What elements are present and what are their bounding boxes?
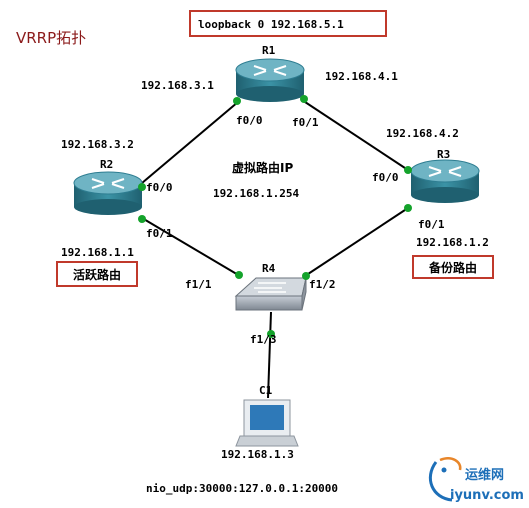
virtual-router-ip: 192.168.1.254 — [213, 187, 299, 200]
iface-r1-f00: f0/0 — [236, 114, 263, 127]
ip-label-r3-bottom: 192.168.1.2 — [416, 236, 489, 249]
router-r3[interactable] — [410, 159, 480, 203]
watermark-en: iyunv.com — [450, 488, 524, 503]
backup-router-label: 备份路由 — [428, 260, 477, 275]
router-arrows-icon — [428, 166, 462, 177]
iface-r4-f13: f1/3 — [250, 333, 277, 346]
pc-c1-name: C1 — [259, 384, 273, 397]
iface-r3-f00: f0/0 — [372, 171, 399, 184]
iface-r2-f01: f0/1 — [146, 227, 173, 240]
pc-c1-ip: 192.168.1.3 — [221, 448, 294, 461]
ip-label-r3-top: 192.168.4.2 — [386, 127, 459, 140]
iface-r3-f01: f0/1 — [418, 218, 445, 231]
switch-arrows-icon — [254, 282, 286, 293]
iface-r4-f11: f1/1 — [185, 278, 212, 291]
router-r1[interactable] — [235, 58, 305, 102]
link-r1-r3 — [301, 99, 409, 171]
router-arrows-icon — [91, 178, 125, 189]
ip-label-r2-top: 192.168.3.2 — [61, 138, 134, 151]
iface-r4-f12: f1/2 — [309, 278, 336, 291]
router-arrows-icon — [253, 65, 287, 76]
link-r3-r4 — [304, 207, 409, 277]
loopback-label: loopback 0 192.168.5.1 — [198, 18, 344, 31]
iface-r1-f01: f0/1 — [292, 116, 319, 129]
link-r2-r4 — [141, 217, 241, 277]
backup-router-box — [412, 255, 494, 279]
router-r2[interactable] — [73, 171, 143, 215]
ip-label-r2-bottom: 192.168.1.1 — [61, 246, 134, 259]
router-r1-name: R1 — [262, 44, 276, 57]
nio-label: nio_udp:30000:127.0.0.1:20000 — [146, 482, 338, 495]
link-r4-c1 — [267, 311, 272, 399]
iface-r2-f00: f0/0 — [146, 181, 173, 194]
router-r2-name: R2 — [100, 158, 113, 171]
link-r1-r2 — [141, 101, 239, 184]
port-dots — [138, 95, 412, 338]
pc-c1[interactable] — [235, 399, 299, 447]
watermark-logo — [429, 457, 462, 502]
watermark-cn: 运维网 — [465, 467, 504, 483]
switch-r4[interactable] — [234, 277, 307, 311]
active-router-box — [56, 261, 138, 287]
virtual-router-label: 虚拟路由IP — [232, 160, 293, 175]
active-router-label: 活跃路由 — [73, 267, 121, 282]
switch-r4-name: R4 — [262, 262, 276, 275]
router-r3-name: R3 — [437, 148, 450, 161]
diagram-title: VRRP拓扑 — [16, 29, 86, 47]
ip-label-r1-right: 192.168.4.1 — [325, 70, 398, 83]
loopback-box — [189, 10, 387, 37]
ip-label-r1-left: 192.168.3.1 — [141, 79, 214, 92]
